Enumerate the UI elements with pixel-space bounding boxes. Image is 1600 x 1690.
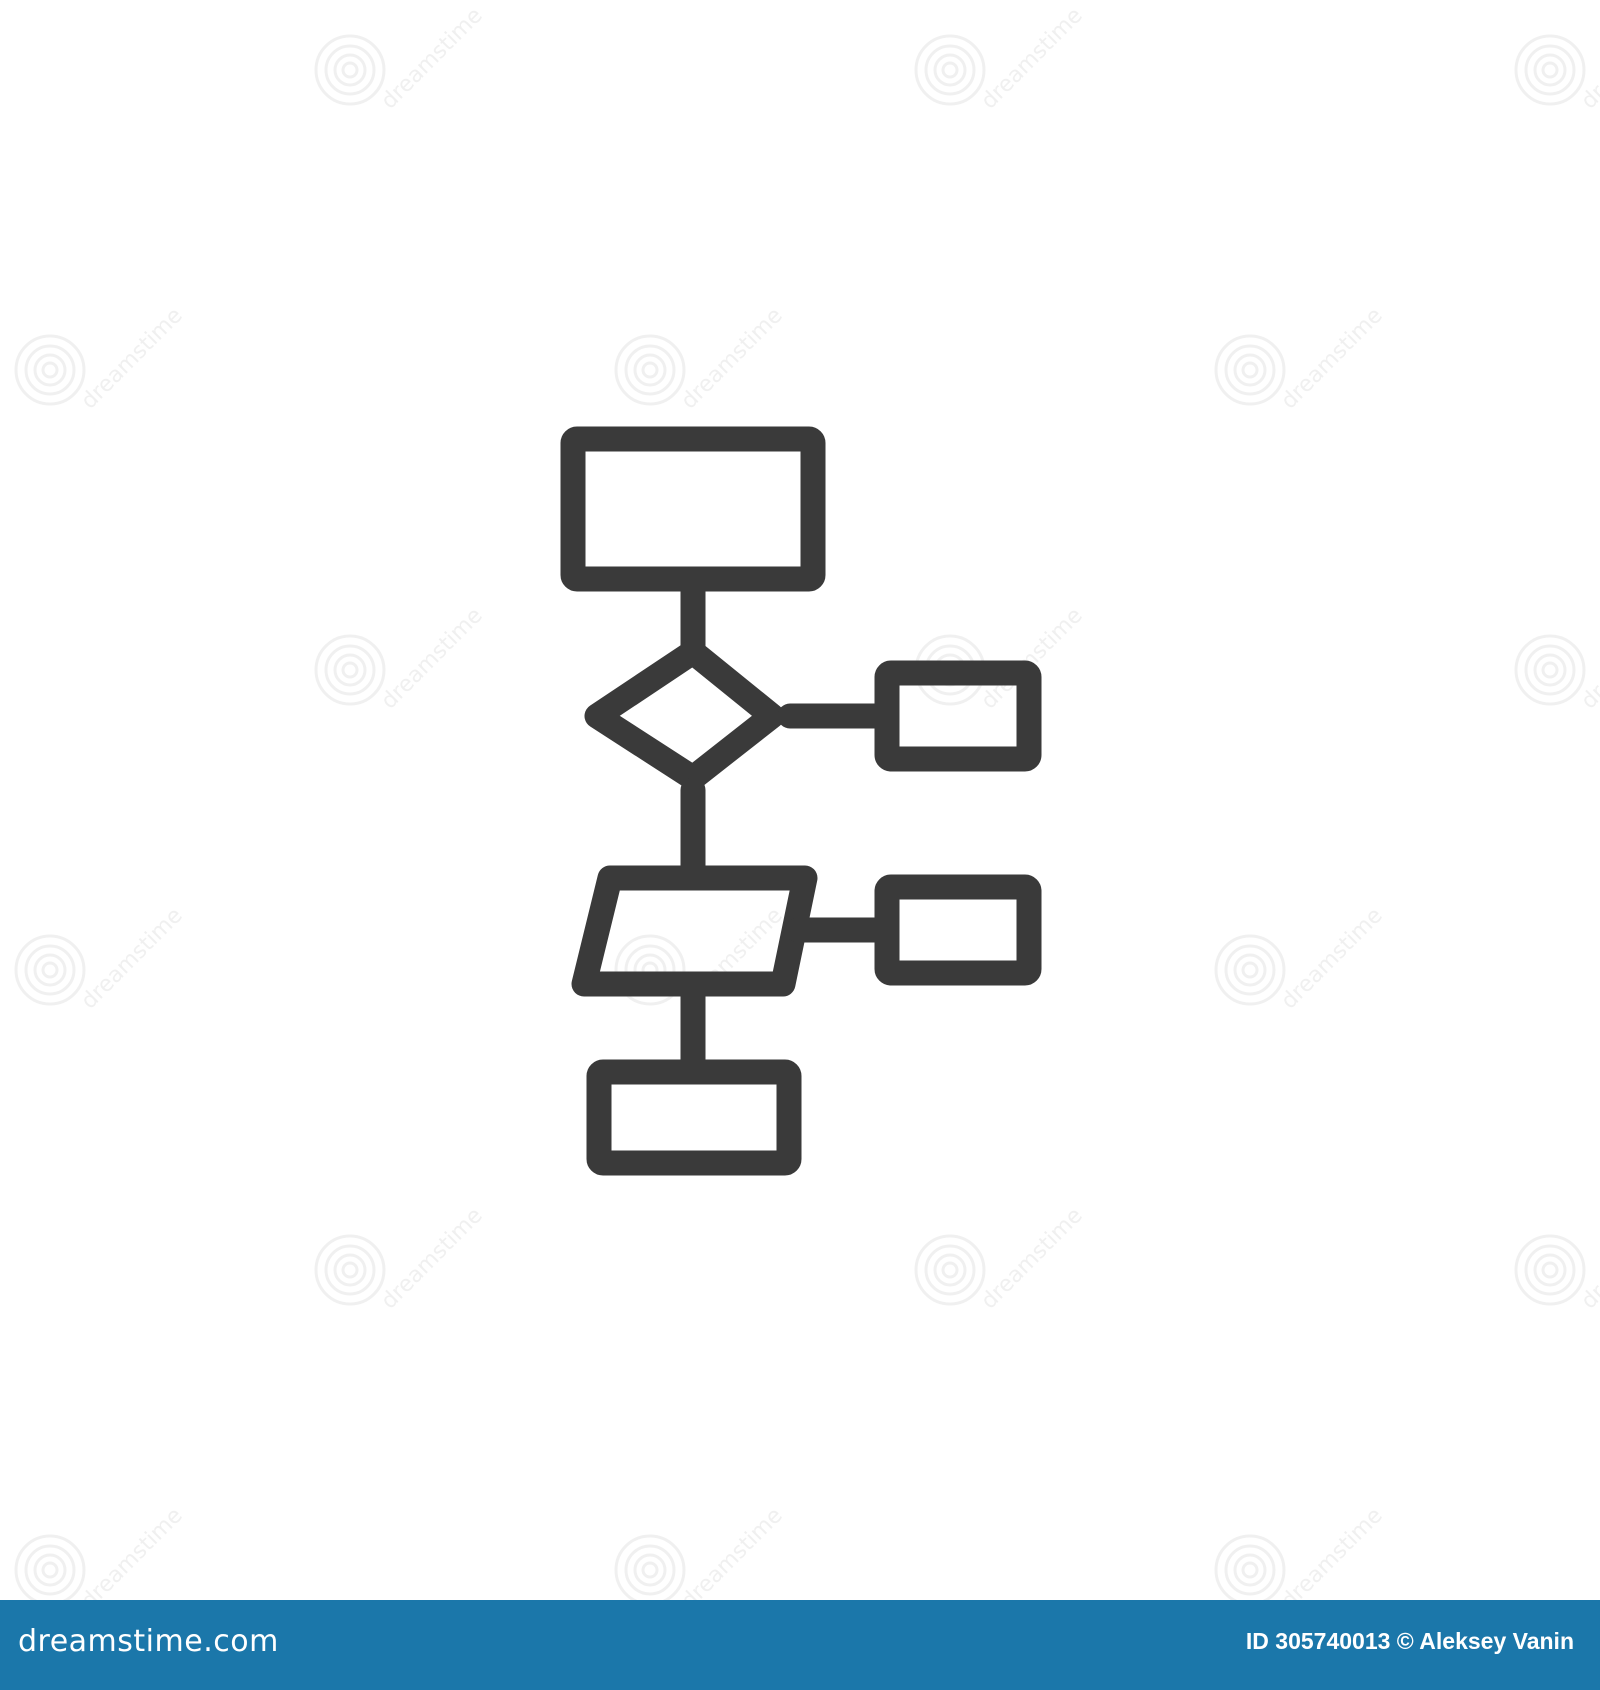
dreamstime-logo[interactable]: dreamstime.com xyxy=(18,1624,279,1659)
watermark-spiral-icon xyxy=(14,1534,86,1600)
watermark-spiral-icon xyxy=(1214,934,1286,1006)
watermark-spiral-icon xyxy=(1214,1534,1286,1600)
top-process-box xyxy=(560,426,826,592)
decision-diamond xyxy=(584,639,785,791)
watermark-spiral-icon xyxy=(14,934,86,1006)
right-box-upper xyxy=(874,660,1042,772)
image-credit: ID 305740013 © Aleksey Vanin xyxy=(1245,1628,1574,1654)
right-box-lower xyxy=(874,874,1042,986)
watermark-spiral-icon xyxy=(314,1234,386,1306)
watermark-spiral-icon xyxy=(614,1534,686,1600)
watermark-spiral-icon xyxy=(914,34,986,106)
watermark-spiral-icon xyxy=(914,1234,986,1306)
watermark-spiral-icon xyxy=(1514,634,1586,706)
watermark-spiral-icon xyxy=(1514,34,1586,106)
watermark-spiral-icon xyxy=(14,334,86,406)
watermark-spiral-icon xyxy=(614,334,686,406)
footer-bar: dreamstime.com ID 305740013 © Aleksey Va… xyxy=(0,1600,1600,1690)
bottom-process-box xyxy=(586,1059,802,1176)
watermark-spiral-icon xyxy=(314,34,386,106)
watermark-spiral-icon xyxy=(1214,334,1286,406)
watermark-spiral-icon xyxy=(314,634,386,706)
watermark-spiral-icon xyxy=(1514,1234,1586,1306)
data-parallelogram xyxy=(571,865,818,997)
flowchart-icon xyxy=(560,426,1042,1176)
